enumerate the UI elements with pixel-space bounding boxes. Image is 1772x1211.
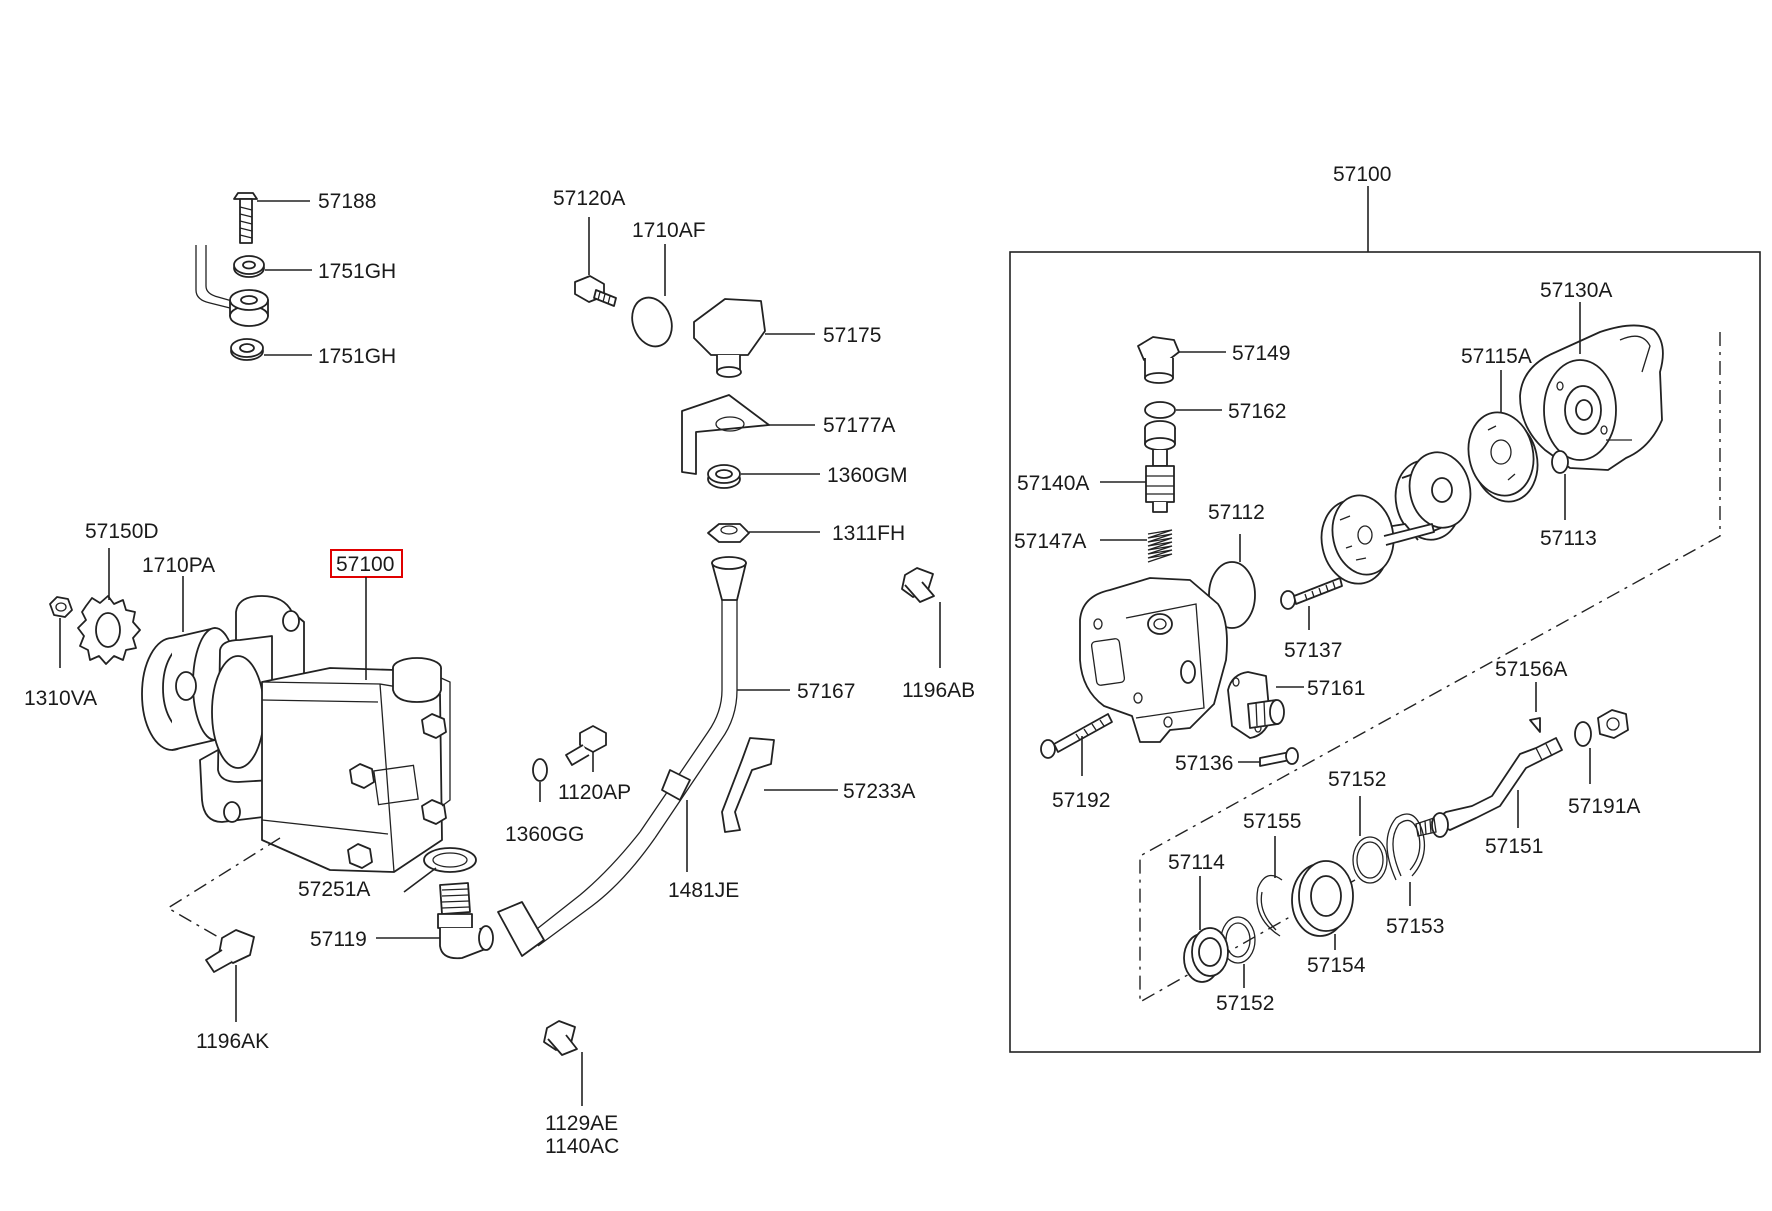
label-1710af: 1710AF (632, 219, 706, 242)
label-57113: 57113 (1540, 527, 1597, 550)
label-57251a: 57251A (298, 878, 370, 901)
part-57140a-valve[interactable] (1144, 420, 1176, 513)
part-57192-bolt[interactable] (1040, 713, 1113, 759)
part-57120a-banjo-bolt[interactable] (574, 275, 617, 307)
label-57120a: 57120A (553, 187, 625, 210)
part-57177a-bracket[interactable] (681, 394, 770, 475)
part-57115a-side-plate[interactable] (1461, 406, 1545, 507)
part-57119-elbow-fitting[interactable] (437, 882, 494, 960)
label-1129ae: 1129AE (545, 1112, 618, 1135)
exploded-view-frame (1009, 251, 1761, 1053)
label-57150d: 57150D (85, 520, 159, 543)
part-pump-housing[interactable] (1079, 577, 1228, 743)
part-1120ap-bolt[interactable] (565, 725, 607, 766)
label-57152-upper: 57152 (1328, 768, 1386, 791)
part-57152-snap-ring-upper[interactable] (1352, 836, 1388, 884)
part-57161-fitting[interactable] (1227, 671, 1285, 739)
label-57149: 57149 (1232, 342, 1290, 365)
label-1310va: 1310VA (24, 687, 97, 710)
label-1140ac: 1140AC (545, 1135, 619, 1158)
label-57156a: 57156A (1495, 658, 1567, 681)
part-1751gh-washer-lower[interactable] (230, 338, 264, 361)
part-1311fh-nut[interactable] (707, 523, 750, 543)
part-1751gh-washer-upper[interactable] (233, 255, 265, 278)
label-57167: 57167 (797, 680, 855, 703)
part-57156a-key[interactable] (1529, 717, 1541, 733)
part-57151-drive-shaft[interactable] (1415, 737, 1563, 838)
part-rotor-cam-ring[interactable] (1388, 447, 1477, 546)
label-57115a: 57115A (1461, 345, 1532, 368)
label-57188: 57188 (318, 190, 376, 213)
label-1751gh-lower: 1751GH (318, 345, 396, 368)
label-57192: 57192 (1052, 789, 1110, 812)
part-57251a-gasket[interactable] (423, 847, 477, 873)
label-57119: 57119 (310, 928, 367, 951)
part-57175-reservoir-cap[interactable] (693, 298, 766, 378)
part-rotor-shaft[interactable] (1314, 490, 1435, 590)
part-57137-screw[interactable] (1280, 577, 1343, 610)
label-57162: 57162 (1228, 400, 1286, 423)
part-1129ae-bolt[interactable] (543, 1020, 578, 1056)
label-57130a: 57130A (1540, 279, 1612, 302)
part-57167-pressure-hose[interactable] (497, 556, 747, 957)
part-57153-circlip[interactable] (1386, 813, 1426, 881)
label-1710pa: 1710PA (142, 554, 215, 577)
part-57233a-clamp[interactable] (721, 737, 775, 833)
part-57113-o-ring[interactable] (1551, 450, 1569, 474)
label-57137: 57137 (1284, 639, 1342, 662)
label-57161: 57161 (1307, 677, 1365, 700)
part-57136-screw[interactable] (1259, 747, 1299, 767)
part-57149-plug[interactable] (1137, 336, 1180, 384)
label-57153: 57153 (1386, 915, 1444, 938)
part-1360gg-washer[interactable] (532, 758, 548, 782)
label-57233a: 57233A (843, 780, 915, 803)
part-1196ab-bolt[interactable] (901, 567, 935, 603)
label-57175: 57175 (823, 324, 881, 347)
part-57130a-pump-cover[interactable] (1519, 324, 1664, 471)
label-1360gg: 1360GG (505, 823, 584, 846)
label-57114: 57114 (1168, 851, 1225, 874)
part-57147a-spring[interactable] (1147, 529, 1173, 563)
label-57177a: 57177A (823, 414, 895, 437)
label-57191a: 57191A (1568, 795, 1640, 818)
label-1311fh: 1311FH (832, 522, 905, 545)
label-57152-lower: 57152 (1216, 992, 1274, 1015)
label-1196ak: 1196AK (196, 1030, 269, 1053)
part-57154-bearing[interactable] (1291, 860, 1354, 937)
label-57147a: 57147A (1014, 530, 1086, 553)
assembly-dashed-line-left (166, 837, 281, 946)
label-1481je: 1481JE (668, 879, 739, 902)
label-1751gh-upper: 1751GH (318, 260, 396, 283)
label-57100-selected[interactable]: 57100 (336, 553, 394, 576)
pipe-bend (195, 245, 233, 309)
label-1196ab: 1196AB (902, 679, 975, 702)
label-57100-group: 57100 (1333, 163, 1391, 186)
part-1360gm-washer[interactable] (707, 464, 741, 489)
part-57191a-nut[interactable] (1597, 709, 1629, 739)
part-57188-bolt[interactable] (233, 192, 258, 244)
label-57154: 57154 (1307, 954, 1366, 977)
label-57151: 57151 (1485, 835, 1543, 858)
label-1120ap: 1120AP (558, 781, 631, 804)
part-57162-o-ring[interactable] (1144, 401, 1176, 419)
pump-body-assembly[interactable] (199, 595, 451, 873)
part-1310va-nut[interactable] (49, 596, 73, 618)
part-1196ak-bolt[interactable] (205, 929, 255, 973)
label-57140a: 57140A (1017, 472, 1089, 495)
part-57155-snap-ring[interactable] (1256, 874, 1283, 937)
pipe-fitting-ring (229, 289, 269, 327)
part-57114-oil-seal[interactable] (1183, 927, 1229, 983)
label-57155: 57155 (1243, 810, 1301, 833)
part-57150d-sprocket[interactable] (77, 595, 141, 665)
label-57112: 57112 (1208, 501, 1265, 524)
part-57191a-washer[interactable] (1574, 721, 1592, 747)
label-1360gm: 1360GM (827, 464, 908, 487)
label-57136: 57136 (1175, 752, 1233, 775)
part-1710af-o-ring[interactable] (626, 292, 679, 352)
